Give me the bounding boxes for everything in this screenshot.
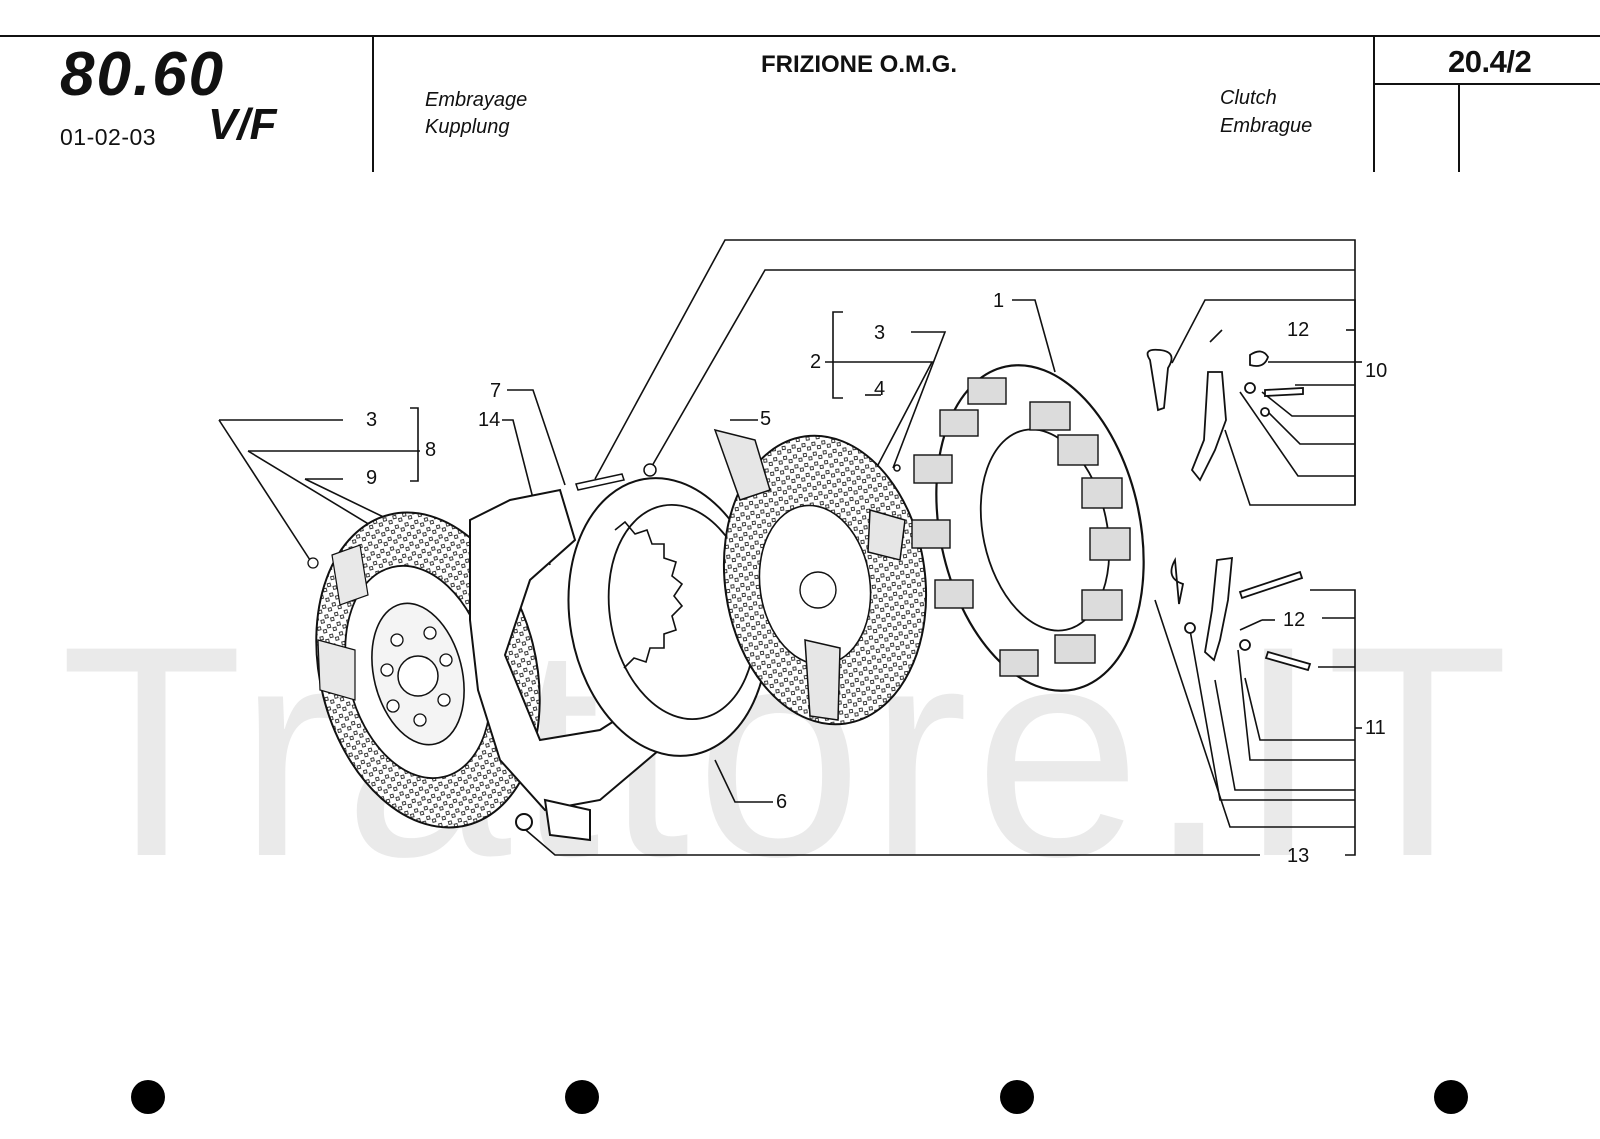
callout-3-left: 3	[366, 409, 377, 431]
header-divider-3	[1458, 84, 1460, 172]
callout-3-upper: 3	[874, 322, 885, 344]
fasteners-drawing	[575, 463, 901, 491]
callout-11: 11	[1365, 717, 1386, 739]
leader-lines	[218, 239, 1362, 856]
callout-12-upper: 12	[1287, 319, 1309, 341]
drive-ring-drawing	[567, 477, 769, 757]
pressure-plate-drawing	[713, 428, 928, 726]
callout-12-lower: 12	[1283, 609, 1305, 631]
title-spanish: Embrague	[1220, 115, 1313, 137]
model-logo: 80.60	[60, 40, 226, 109]
binder-hole-icon	[565, 1080, 599, 1114]
callout-6: 6	[776, 791, 787, 813]
header-divider-2	[1373, 36, 1375, 172]
model-variant: V/F	[208, 100, 277, 149]
page-ref-rule	[1374, 83, 1600, 85]
clutch-cover-drawing	[911, 364, 1145, 692]
title-french: Embrayage	[425, 89, 528, 111]
callout-4: 4	[874, 378, 885, 400]
callout-1: 1	[993, 290, 1004, 312]
title-german: Kupplung	[425, 116, 510, 138]
callout-10: 10	[1365, 360, 1387, 382]
callout-13: 13	[1287, 845, 1309, 867]
binder-hole-icon	[131, 1080, 165, 1114]
callout-5: 5	[760, 408, 771, 430]
callout-8: 8	[425, 439, 436, 461]
binder-hole-icon	[1434, 1080, 1468, 1114]
callout-7: 7	[490, 380, 501, 402]
callout-2: 2	[810, 351, 821, 373]
binder-hole-icon	[1000, 1080, 1034, 1114]
callout-9: 9	[366, 467, 377, 489]
header-rule	[0, 35, 1600, 37]
header-divider-1	[372, 36, 374, 172]
page-reference: 20.4/2	[1448, 44, 1532, 79]
release-lever-drawing	[1146, 348, 1312, 672]
callout-14: 14	[478, 409, 500, 431]
model-years: 01-02-03	[60, 124, 157, 150]
title-english: Clutch	[1220, 87, 1277, 109]
page-title: FRIZIONE O.M.G.	[761, 51, 957, 78]
